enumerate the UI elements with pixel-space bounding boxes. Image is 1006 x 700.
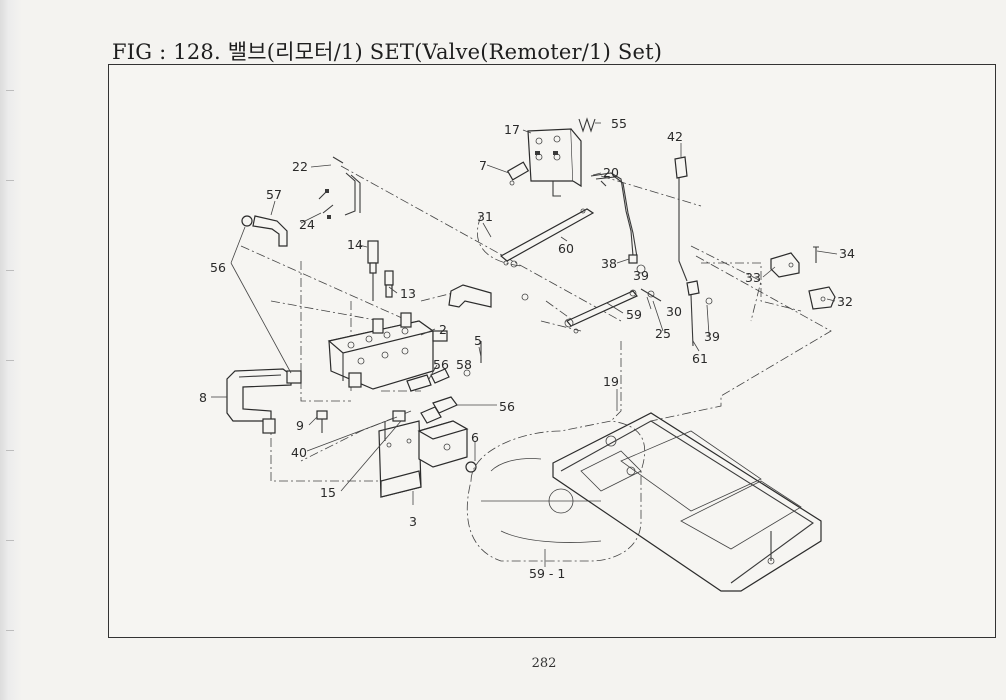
- leader-lines: [211, 122, 838, 567]
- callout-34: 34: [839, 246, 855, 261]
- washer-6: [465, 461, 477, 473]
- assembly-center-lines: [240, 165, 832, 482]
- center-line: [270, 421, 381, 482]
- callout-39-upper: 39: [633, 268, 649, 283]
- callout-17: 17: [504, 122, 520, 137]
- center-line: [690, 245, 762, 322]
- center-line: [600, 175, 702, 207]
- control-cable-20: [590, 172, 638, 258]
- binding-mark: [6, 90, 14, 91]
- callout-58: 58: [456, 357, 472, 372]
- callout-56-middle: 56: [433, 357, 449, 372]
- diagram-frame: 17 55 42 22 7 20 57 24 31 14 60 34 56 38…: [108, 64, 996, 638]
- valve-block-2: [327, 312, 448, 390]
- page-number: 282: [531, 656, 557, 671]
- callout-61: 61: [692, 351, 708, 366]
- fitting-56-58: [406, 341, 482, 392]
- callout-31: 31: [477, 209, 493, 224]
- hose-8: [226, 368, 302, 434]
- callout-33: 33: [745, 270, 761, 285]
- callout-14: 14: [347, 237, 363, 252]
- callout-60: 60: [558, 241, 574, 256]
- rod-59: [564, 289, 638, 328]
- valve-block-15: [392, 410, 469, 468]
- bracket-plate-17: [527, 128, 582, 197]
- callout-55: 55: [611, 116, 627, 131]
- callout-39-lower: 39: [704, 329, 720, 344]
- rod-end-marks: [503, 260, 579, 334]
- callout-24: 24: [299, 217, 315, 232]
- callout-38: 38: [601, 256, 617, 271]
- center-line: [300, 261, 351, 402]
- callout-56-lower: 56: [499, 399, 515, 414]
- fitting-56-lower: [420, 396, 458, 424]
- center-line: [240, 245, 432, 332]
- callout-22: 22: [292, 159, 308, 174]
- figure-title: FIG : 128. 밸브(리모터/1) SET(Valve(Remoter/1…: [112, 40, 663, 64]
- bracket-33: [770, 252, 800, 278]
- callout-32: 32: [837, 294, 853, 309]
- center-line: [477, 215, 522, 267]
- binding-mark: [6, 180, 14, 181]
- center-line: [270, 300, 382, 322]
- fitting-61: [686, 280, 713, 347]
- callout-20: 20: [603, 165, 619, 180]
- floor-plate: [552, 412, 822, 592]
- bolt-7: [506, 161, 530, 186]
- callout-5: 5: [474, 333, 482, 348]
- spring-55: [578, 117, 596, 133]
- hose-elbow: [448, 284, 529, 308]
- screw-24: [318, 189, 334, 219]
- binding-strip: [0, 0, 22, 700]
- center-line: [340, 165, 622, 322]
- callout-2: 2: [439, 322, 447, 337]
- callout-13: 13: [400, 286, 416, 301]
- callout-40: 40: [291, 445, 307, 460]
- callout-9: 9: [296, 418, 304, 433]
- bolt-9: [316, 410, 328, 433]
- callout-42: 42: [667, 129, 683, 144]
- binding-mark: [6, 630, 14, 631]
- callout-59-1: 59 - 1: [529, 566, 565, 581]
- center-line: [545, 300, 572, 320]
- callout-30: 30: [666, 304, 682, 319]
- callout-labels: 17 55 42 22 7 20 57 24 31 14 60 34 56 38…: [199, 116, 855, 581]
- callout-59: 59: [626, 307, 642, 322]
- elbow-fitting-57: [241, 215, 288, 247]
- exploded-parts-diagram: 17 55 42 22 7 20 57 24 31 14 60 34 56 38…: [199, 116, 855, 592]
- callout-3: 3: [409, 514, 417, 529]
- fitting-42: [674, 156, 688, 282]
- valve-14: [367, 240, 379, 301]
- bolt-34: [813, 246, 819, 263]
- callout-6: 6: [471, 430, 479, 445]
- rod-60: [499, 208, 595, 268]
- callout-8: 8: [199, 390, 207, 405]
- center-line: [701, 262, 802, 312]
- bracket-32: [808, 286, 836, 310]
- bracket-3: [378, 420, 422, 498]
- callout-7: 7: [479, 158, 487, 173]
- center-line: [610, 341, 622, 422]
- screw-22: [332, 156, 361, 216]
- callout-19: 19: [603, 374, 619, 389]
- binding-mark: [6, 360, 14, 361]
- center-line: [650, 255, 832, 422]
- callout-56-upper: 56: [210, 260, 226, 275]
- engine-outline: [466, 420, 646, 562]
- valve-13: [384, 270, 394, 298]
- binding-mark: [6, 270, 14, 271]
- binding-mark: [6, 540, 14, 541]
- binding-mark: [6, 450, 14, 451]
- callout-57: 57: [266, 187, 282, 202]
- callout-15: 15: [320, 485, 336, 500]
- callout-25: 25: [655, 326, 671, 341]
